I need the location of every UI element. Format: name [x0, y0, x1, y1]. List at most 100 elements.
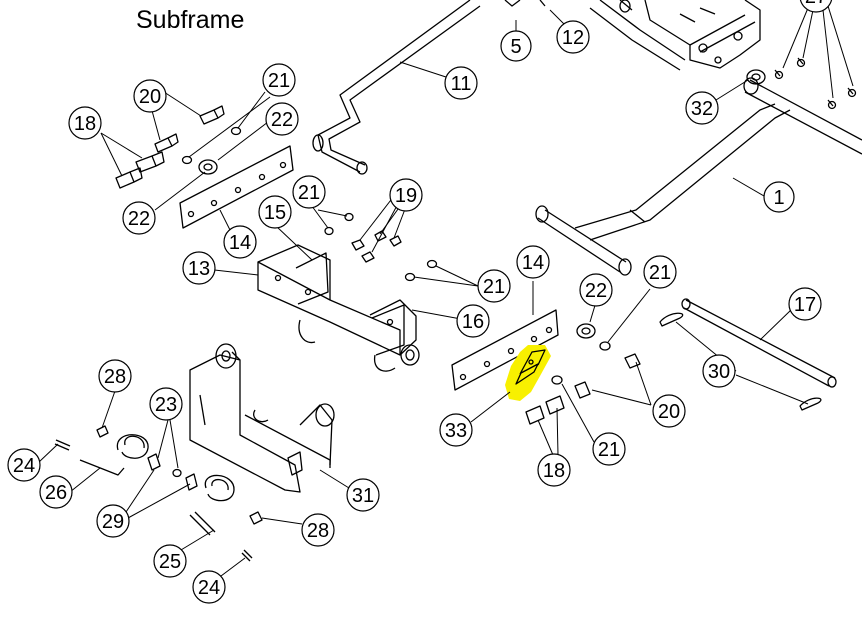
callout-28a-label: 28 [104, 366, 126, 388]
callout-27: 27 [799, 0, 833, 13]
callout-20a: 20 [133, 79, 167, 113]
part-30-hairpin-a [659, 312, 684, 327]
callout-21e-label: 21 [598, 439, 620, 461]
callout-21c: 21 [477, 269, 511, 303]
part-26-spring [79, 434, 149, 476]
part-19-nuts [351, 230, 402, 263]
callout-22c: 22 [579, 273, 613, 307]
part-18-bolts-right [525, 395, 565, 425]
callout-28a: 28 [98, 359, 132, 393]
callout-21e: 21 [592, 432, 626, 466]
part-13-hitch-assembly [257, 244, 420, 372]
part-21-nut-right [551, 341, 611, 385]
callout-33-label: 33 [445, 420, 467, 442]
callout-18a: 18 [68, 106, 102, 140]
callout-11: 11 [444, 66, 478, 100]
part-12-bolt [539, 0, 546, 7]
part-20-bolts-left [154, 105, 225, 153]
callout-5-label: 5 [510, 36, 521, 58]
callout-21d: 21 [643, 255, 677, 289]
callout-18a-label: 18 [74, 113, 96, 135]
callout-28b: 28 [301, 513, 335, 547]
callout-21d-label: 21 [649, 262, 671, 284]
part-22-washer-left [198, 159, 218, 175]
callout-22b: 22 [122, 201, 156, 235]
callout-25: 25 [153, 544, 187, 578]
part-28-screw-b [249, 511, 263, 525]
callout-14b-label: 14 [522, 252, 544, 274]
callout-24a-label: 24 [13, 455, 35, 477]
part-21-nuts-left [181, 126, 354, 236]
callout-22a: 22 [265, 102, 299, 136]
callout-12: 12 [556, 20, 590, 54]
callout-5: 5 [500, 30, 532, 62]
callout-26: 26 [39, 475, 73, 509]
part-32-washer [746, 69, 766, 85]
callout-21b: 21 [292, 175, 326, 209]
callout-26-label: 26 [45, 482, 67, 504]
callout-20a-label: 20 [139, 86, 161, 108]
part-22-washer-right [576, 323, 596, 339]
callout-24a: 24 [7, 448, 41, 482]
callout-12-label: 12 [562, 27, 584, 49]
part-11-bent-rod [312, 0, 481, 175]
callout-28b-label: 28 [307, 520, 329, 542]
part-30-hairpin-b [799, 397, 822, 411]
callout-30: 30 [702, 354, 736, 388]
part-33-highlighted-clip [505, 345, 551, 401]
callout-30-label: 30 [708, 361, 730, 383]
callout-19: 19 [389, 178, 423, 212]
part-14-plate-right [451, 309, 559, 391]
callout-13: 13 [182, 251, 216, 285]
callout-22b-label: 22 [128, 208, 150, 230]
callout-15: 15 [258, 195, 292, 229]
callout-14a-label: 14 [229, 232, 251, 254]
callout-18b: 18 [537, 453, 571, 487]
part-1-main-frame [535, 0, 862, 276]
callout-20b: 20 [652, 394, 686, 428]
highlight-marker [505, 345, 551, 401]
callout-19-label: 19 [395, 185, 417, 207]
leader-lines [38, 5, 854, 583]
part-18-bolts-left [115, 151, 165, 189]
part-14-plate-left [179, 145, 294, 229]
callout-17: 17 [788, 287, 822, 321]
callout-16: 16 [456, 304, 490, 338]
callout-22a-label: 22 [271, 109, 293, 131]
part-23-nut [147, 453, 182, 478]
callout-bubbles: 1 5 12 11 27 32 20 21 22 18 22 14 15 21 … [7, 0, 833, 604]
callout-15-label: 15 [264, 202, 286, 224]
part-20-bolts-right [574, 353, 641, 399]
callout-32: 32 [685, 91, 719, 125]
callout-23-label: 23 [155, 394, 177, 416]
callout-14b: 14 [516, 245, 550, 279]
callout-20b-label: 20 [658, 401, 680, 423]
callout-31-label: 31 [352, 485, 374, 507]
diagram-title: Subframe [136, 6, 245, 34]
part-29-clips [185, 473, 198, 491]
callout-21b-label: 21 [298, 182, 320, 204]
part-5-pin [504, 0, 521, 7]
part-31-bracket [189, 343, 335, 493]
callout-13-label: 13 [188, 258, 210, 280]
callout-18b-label: 18 [543, 460, 565, 482]
callout-14a: 14 [223, 225, 257, 259]
callout-21a-label: 21 [268, 70, 290, 92]
callout-17-label: 17 [794, 294, 816, 316]
callout-16-label: 16 [462, 311, 484, 333]
callout-29: 29 [96, 504, 130, 538]
part-27-bolts [774, 57, 857, 110]
callout-1-label: 1 [773, 187, 784, 209]
callout-21a: 21 [262, 63, 296, 97]
part-top-bracket [644, 0, 761, 69]
callout-23: 23 [149, 387, 183, 421]
callout-32-label: 32 [691, 98, 713, 120]
callout-25-label: 25 [159, 551, 181, 573]
callout-31: 31 [346, 478, 380, 512]
callout-27-label: 27 [805, 0, 827, 8]
callout-24b-label: 24 [198, 577, 220, 599]
callout-24b: 24 [192, 570, 226, 604]
callout-21c-label: 21 [483, 276, 505, 298]
